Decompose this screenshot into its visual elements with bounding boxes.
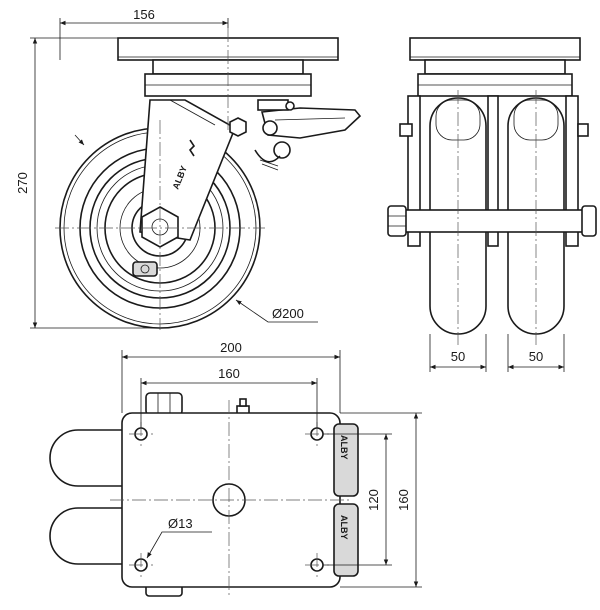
plan-brand-mark-bottom: ALBY <box>339 515 349 540</box>
dim-hole-spacing-length: 160 <box>218 366 240 381</box>
plan-axle-nut-top <box>145 392 183 416</box>
brake-spring <box>254 149 281 163</box>
front-view: 50 50 <box>387 37 597 372</box>
dim-plate-length: 200 <box>220 340 242 355</box>
brake-pivot <box>262 120 278 136</box>
lower-clip <box>132 261 158 277</box>
plan-brand-mark-top: ALBY <box>339 435 349 460</box>
brake-bolt-left <box>399 123 413 137</box>
dim-hole-spacing-width: 120 <box>366 489 381 511</box>
dim-bolt-hole-diameter: Ø13 <box>168 516 193 531</box>
dim-plate-width: 160 <box>396 489 411 511</box>
dim-total-height: 270 <box>15 172 30 194</box>
plan-brake-pedal-bottom <box>333 503 359 577</box>
dim-offset-width: 156 <box>133 7 155 22</box>
front-fork-middle <box>487 95 499 247</box>
front-axle <box>399 209 587 233</box>
plan-brake-pedal-top <box>333 423 359 497</box>
side-fork-leg <box>139 99 237 241</box>
brake-pedal <box>260 107 362 139</box>
brake-bracket <box>257 99 289 111</box>
front-fork-right <box>565 95 579 247</box>
side-view: ALBY 156 270 Ø200 <box>15 7 362 330</box>
side-logo-icon <box>188 139 196 157</box>
fork-bolt <box>229 117 247 137</box>
plan-brake-pedals: ALBY ALBY <box>333 423 359 577</box>
brake-bolt-right <box>577 123 589 137</box>
plan-view: ALBY ALBY 200 160 120 <box>49 340 422 598</box>
axle-nut-left <box>387 205 407 237</box>
dim-wheel-width-left: 50 <box>451 349 465 364</box>
dim-wheel-diameter: Ø200 <box>272 306 304 321</box>
axle-nut-right <box>581 205 597 237</box>
dim-wheel-width-right: 50 <box>529 349 543 364</box>
brake-assembly <box>254 99 362 171</box>
